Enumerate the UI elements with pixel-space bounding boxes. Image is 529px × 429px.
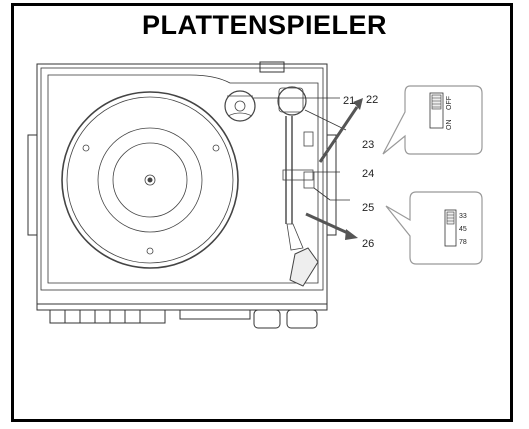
speed-switch-zoom xyxy=(385,191,483,265)
speed-label-33: 33 xyxy=(459,213,467,220)
right-side-panel xyxy=(326,134,337,236)
headshell xyxy=(289,247,319,287)
cabinet-body xyxy=(36,63,328,305)
front-strip xyxy=(36,303,328,311)
callout-21: 21 xyxy=(343,95,355,107)
front-knob-right xyxy=(286,309,318,329)
left-side-panel xyxy=(27,134,38,236)
callout-22: 22 xyxy=(366,94,378,106)
cabinet-inner-edge xyxy=(40,67,324,291)
speed-label-78: 78 xyxy=(459,239,467,246)
arrow-26 xyxy=(305,212,358,240)
front-knob-left xyxy=(253,309,281,329)
callout-25: 25 xyxy=(362,202,374,214)
callout-23: 23 xyxy=(362,139,374,151)
callout-24: 24 xyxy=(362,168,374,180)
lid-hinge xyxy=(259,61,285,73)
tonearm-pivot xyxy=(277,86,307,116)
power-switch-zoom xyxy=(382,85,483,155)
deck-plate xyxy=(47,74,319,284)
leader-25-a xyxy=(313,187,331,201)
arrow-22 xyxy=(318,98,363,163)
tonearm-rest xyxy=(282,169,314,181)
speed-label-45: 45 xyxy=(459,226,467,233)
power-switch-off-label: OFF xyxy=(446,96,453,110)
tonearm xyxy=(277,86,319,287)
front-buttons-left xyxy=(49,309,166,324)
leader-23 xyxy=(304,109,347,131)
callout-26: 26 xyxy=(362,238,374,250)
platter xyxy=(61,91,239,269)
front-buttons-right xyxy=(179,309,251,320)
tonearm-lift xyxy=(303,131,314,147)
diagram-title: PLATTENSPIELER xyxy=(141,10,388,40)
adapter-45rpm xyxy=(224,90,256,122)
power-switch-on-label: ON xyxy=(446,120,453,131)
